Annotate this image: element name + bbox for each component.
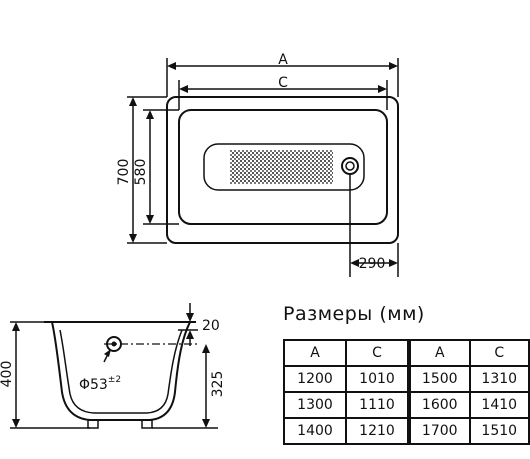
table-header-row: A C <box>409 339 530 367</box>
table-cell: 1110 <box>345 391 409 419</box>
table-cell: 1010 <box>345 365 409 393</box>
dim-400-label: 400 <box>0 361 15 388</box>
table-cell: 1410 <box>468 391 530 419</box>
table-cell: 1700 <box>409 417 471 445</box>
table-cell: 1510 <box>468 417 530 445</box>
tub-side-profile <box>51 321 191 421</box>
tub-inner-basin <box>178 109 388 225</box>
side-view <box>10 303 218 429</box>
table-row: 1500 1310 <box>409 365 530 393</box>
table-cell: 1310 <box>468 365 530 393</box>
drain-tolerance: ±2 <box>108 375 121 385</box>
drain-diameter-label: Φ53±2 <box>79 375 121 393</box>
dim-325-label: 325 <box>210 371 226 398</box>
tub-outer-rim <box>166 96 399 244</box>
table-cell: 1600 <box>409 391 471 419</box>
sizes-table-right: A C 1500 1310 1600 1410 1700 1510 <box>409 339 530 445</box>
basin-floor-outline <box>203 143 365 191</box>
table-header-cell: C <box>468 339 530 367</box>
sizes-title: Размеры (мм) <box>283 303 425 325</box>
dim-c-label: C <box>278 75 288 91</box>
table-header-cell: A <box>409 339 471 367</box>
sizes-table-left: A C 1200 1010 1300 1110 1400 1210 <box>283 339 409 445</box>
table-cell: 1200 <box>283 365 347 393</box>
table-row: 1400 1210 <box>283 417 409 445</box>
table-cell: 1210 <box>345 417 409 445</box>
dim-a-label: A <box>278 52 288 68</box>
dim-20-label: 20 <box>202 318 220 334</box>
table-row: 1300 1110 <box>283 391 409 419</box>
table-cell: 1300 <box>283 391 347 419</box>
dim-290-label: 290 <box>359 256 386 272</box>
table-header-row: A C <box>283 339 409 367</box>
table-header-cell: A <box>283 339 347 367</box>
dim-580-label: 580 <box>133 159 149 186</box>
table-cell: 1400 <box>283 417 347 445</box>
table-row: 1200 1010 <box>283 365 409 393</box>
table-row: 1700 1510 <box>409 417 530 445</box>
table-cell: 1500 <box>409 365 471 393</box>
table-header-cell: C <box>345 339 409 367</box>
drain-diameter-value: Φ53 <box>79 377 108 393</box>
table-row: 1600 1410 <box>409 391 530 419</box>
dim-700-label: 700 <box>116 159 132 186</box>
drain-side-icon <box>106 336 122 352</box>
anti-slip-mesh <box>230 150 333 184</box>
top-view <box>127 58 399 277</box>
drain-icon <box>341 157 359 175</box>
